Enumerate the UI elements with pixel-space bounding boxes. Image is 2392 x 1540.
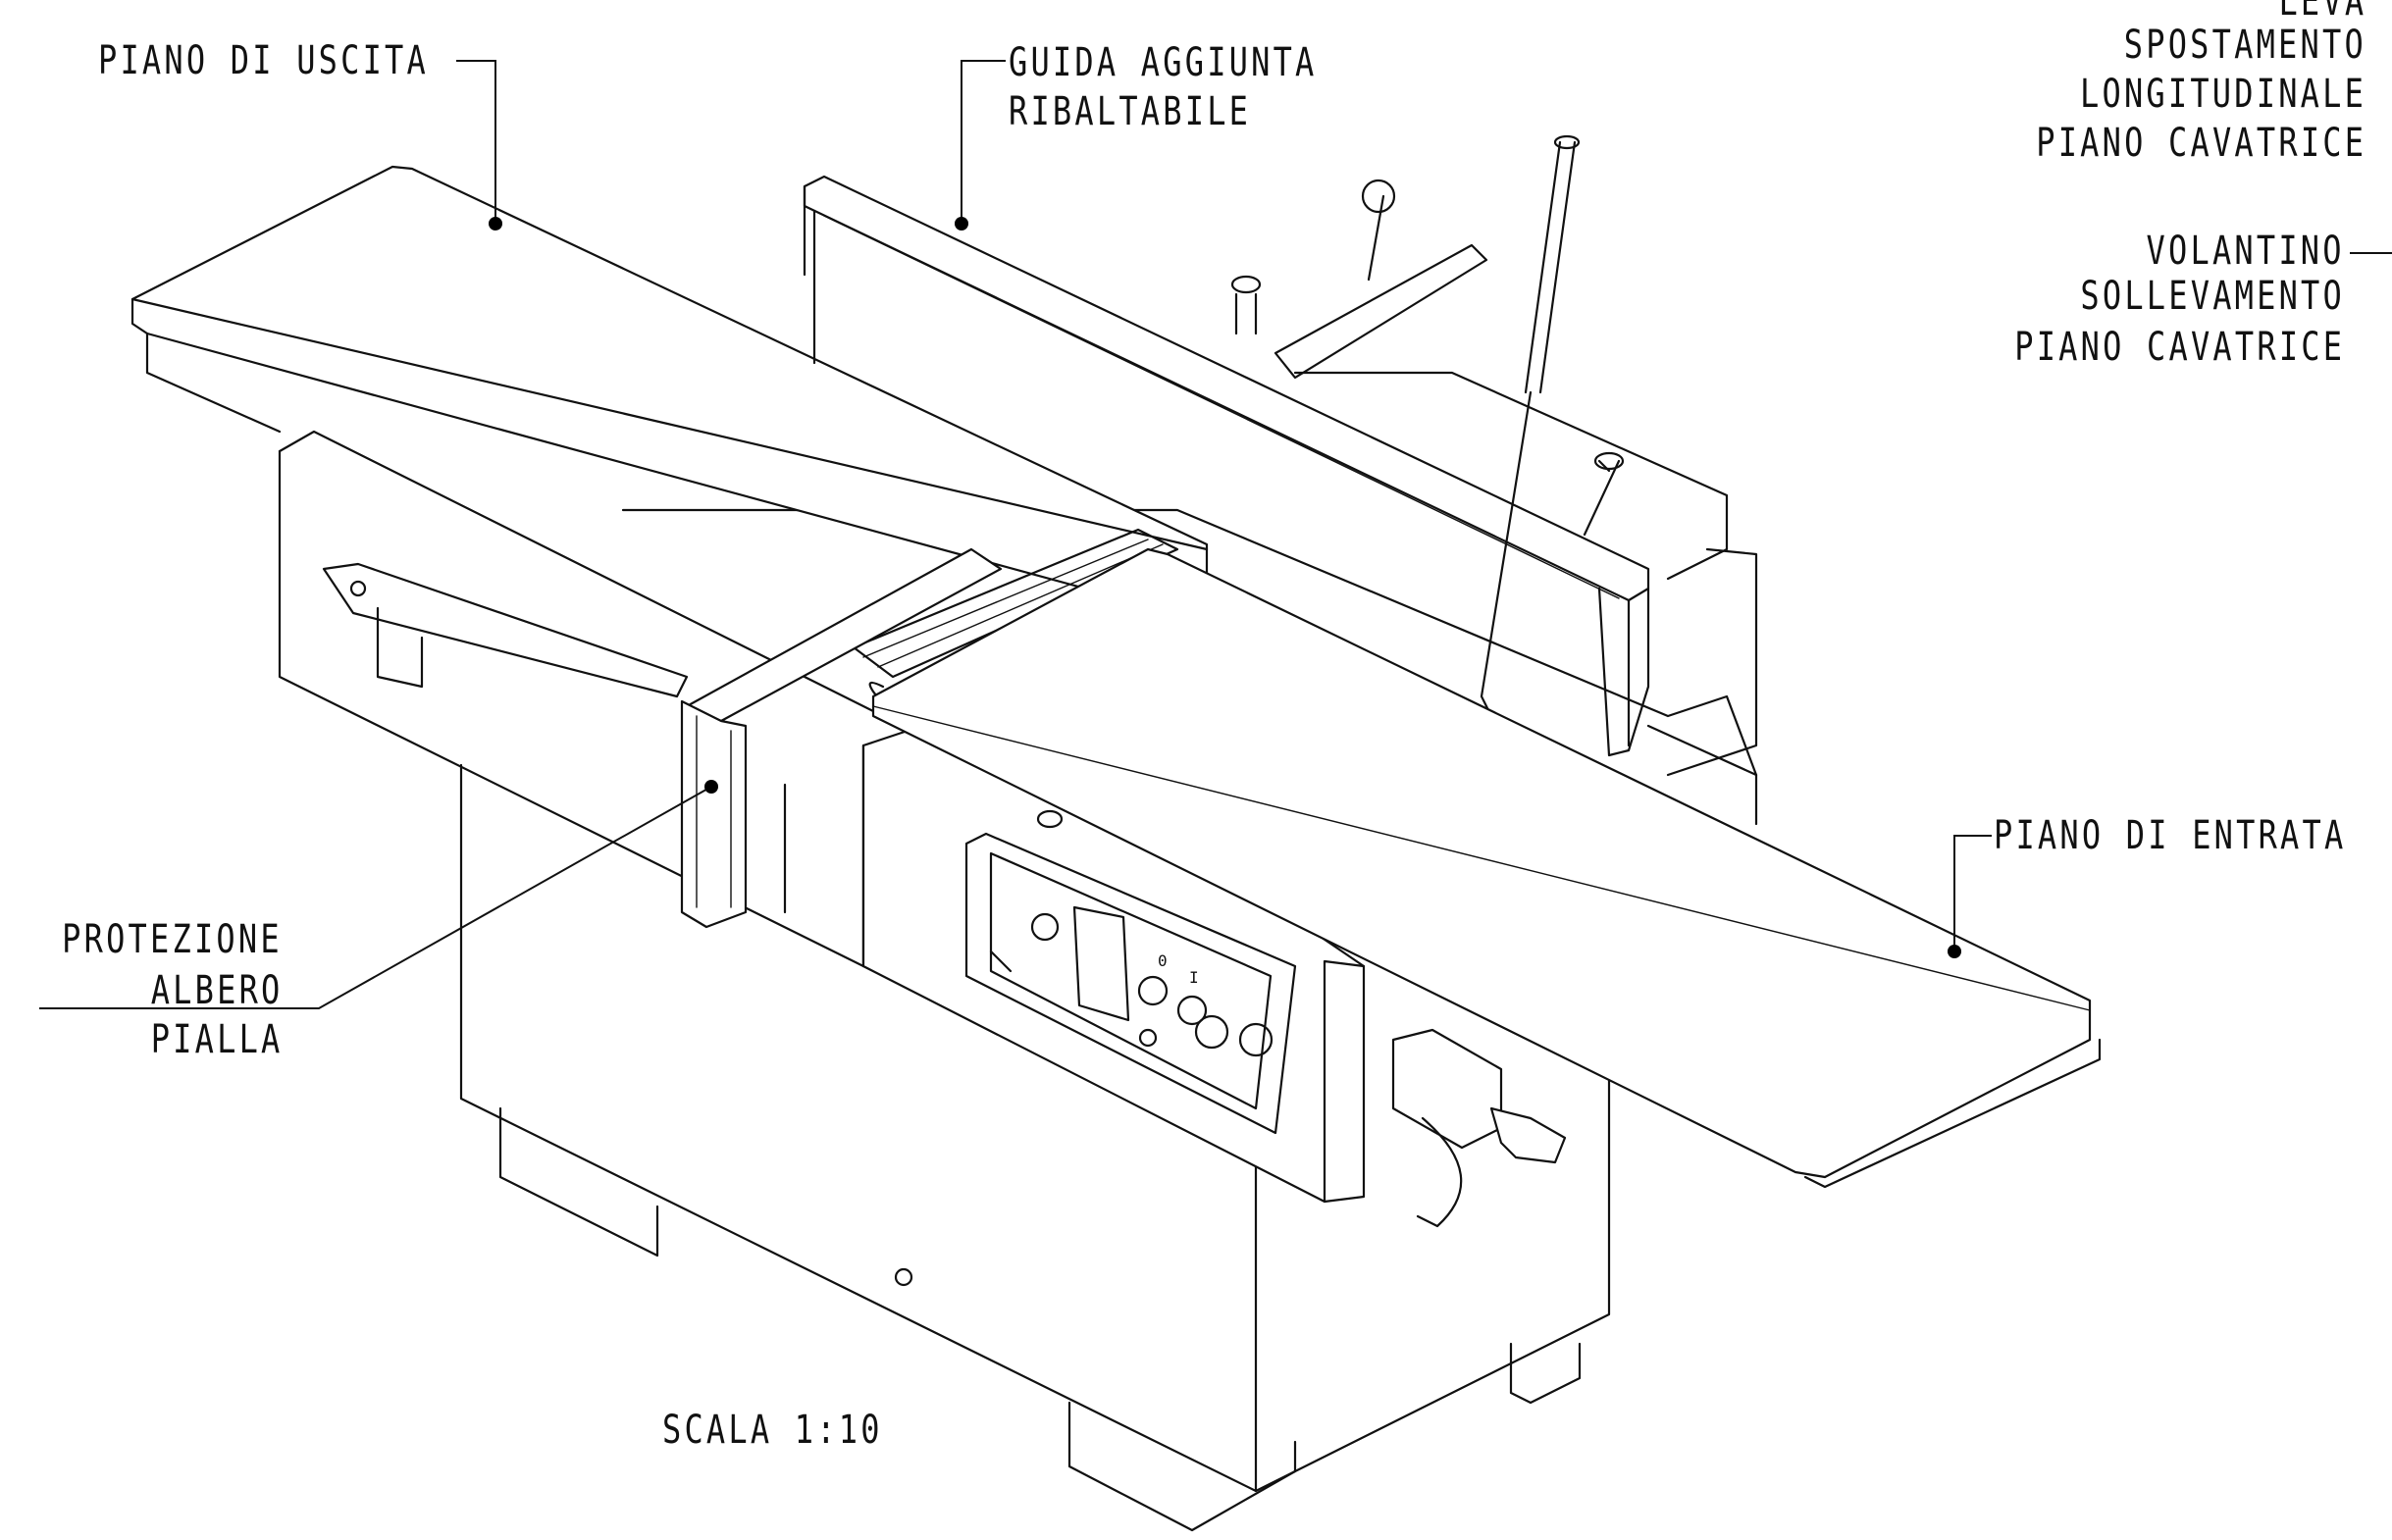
cutterhead-slots <box>852 528 1179 702</box>
machine-base <box>459 763 1611 1532</box>
panel-label-0: 0 <box>1158 951 1168 970</box>
label-guard-line2: ALBERO <box>150 968 283 1013</box>
tilt-scale <box>1391 1028 1567 1228</box>
scale-label: SCALA 1:10 <box>662 1408 883 1453</box>
label-infeed-table: PIANO DI ENTRATA <box>1994 813 2347 858</box>
label-handwheel-line3: PIANO CAVATRICE <box>2014 325 2345 370</box>
label-handwheel-line1: VOLANTINO <box>2146 229 2345 274</box>
cutter-guard <box>322 547 1003 929</box>
label-guard-line3: PIALLA <box>150 1017 283 1062</box>
label-fence-line2: RIBALTABILE <box>1009 89 1252 134</box>
outfeed-table <box>130 165 1209 610</box>
label-handwheel-line2: SOLLEVAMENTO <box>2080 274 2345 319</box>
label-lever-line3: LONGITUDINALE <box>2079 72 2366 117</box>
label-lever-line4: PIANO CAVATRICE <box>2036 121 2366 166</box>
label-outfeed-table: PIANO DI USCITA <box>98 38 429 83</box>
control-panel <box>964 832 1297 1135</box>
leader-lines <box>39 60 2392 1009</box>
tilting-fence <box>803 175 1650 757</box>
label-guard-line1: PROTEZIONE <box>62 917 283 962</box>
infeed-table <box>871 547 2102 1189</box>
label-fence-line1: GUIDA AGGIUNTA <box>1009 40 1318 85</box>
panel-label-1: I <box>1189 968 1199 987</box>
mortiser-assembly <box>1230 134 1758 777</box>
label-lever-line1: LEVA <box>2278 0 2366 25</box>
label-lever-line2: SPOSTAMENTO <box>2123 23 2366 68</box>
